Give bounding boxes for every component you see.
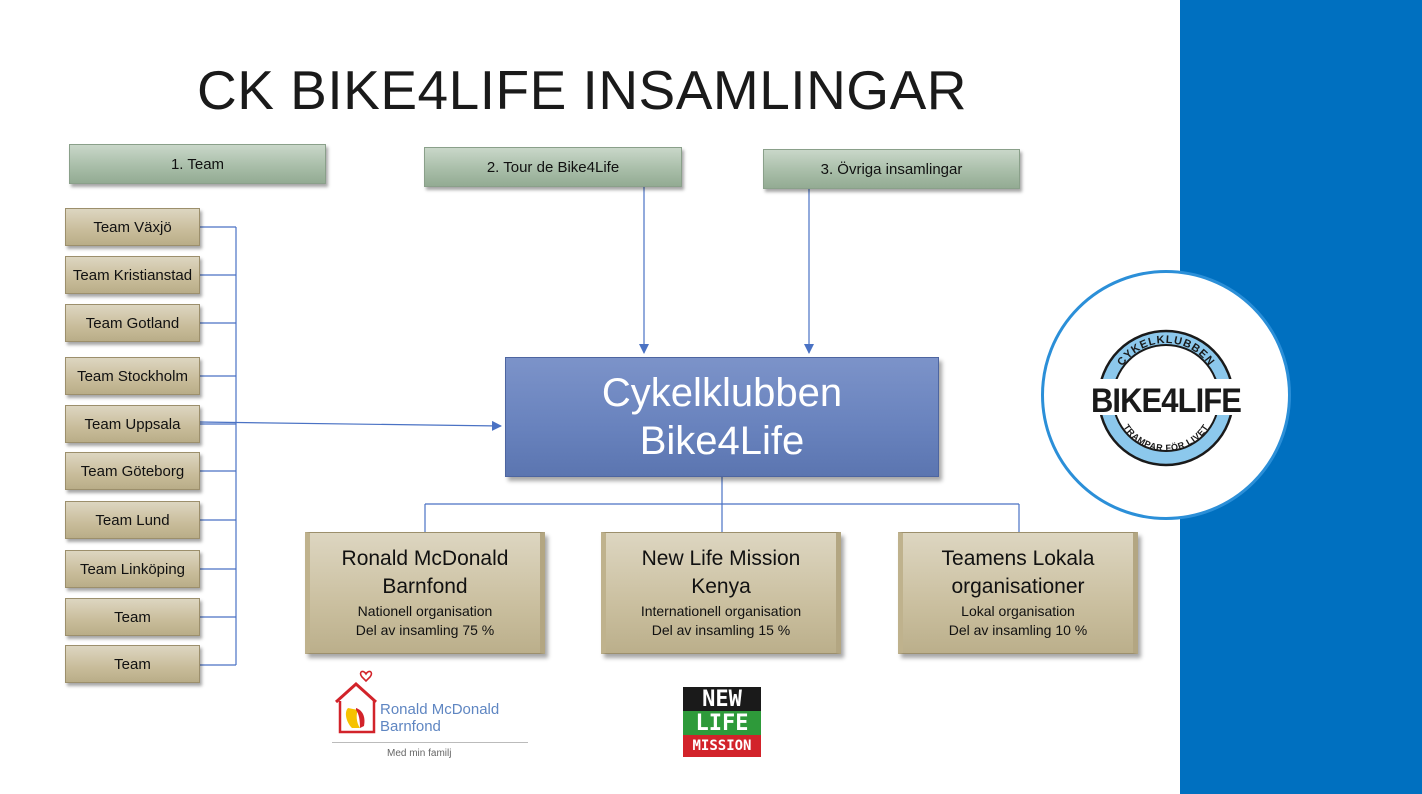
center-box-cykelklubben: Cykelklubben Bike4Life bbox=[505, 357, 939, 477]
org-name-line-1: New Life Mission bbox=[641, 547, 801, 571]
nlm-new: NEW bbox=[683, 687, 761, 712]
org-name-line-1: Teamens Lokala bbox=[941, 547, 1095, 571]
nlm-mission: MISSION bbox=[683, 735, 761, 757]
team-box-extra-1: Team bbox=[65, 598, 200, 636]
team-box-lund: Team Lund bbox=[65, 501, 200, 539]
team-box-extra-2: Team bbox=[65, 645, 200, 683]
org-name-line-2: Kenya bbox=[691, 575, 751, 599]
rmhc-tagline: Med min familj bbox=[387, 748, 452, 759]
org-share: Del av insamling 75 % bbox=[355, 622, 495, 639]
org-type: Internationell organisation bbox=[640, 602, 802, 619]
new-life-mission-logo: NEW LIFE MISSION bbox=[683, 687, 761, 757]
team-box-gotland: Team Gotland bbox=[65, 304, 200, 342]
org-share: Del av insamling 15 % bbox=[651, 622, 791, 639]
header-team: 1. Team bbox=[69, 144, 326, 184]
team-box-uppsala: Team Uppsala bbox=[65, 405, 200, 443]
teams-to-center-arrow bbox=[199, 420, 502, 431]
rmhc-name: Ronald McDonald Barnfond bbox=[380, 701, 500, 735]
org-share: Del av insamling 10 % bbox=[948, 622, 1088, 639]
org-name-line-1: Ronald McDonald bbox=[341, 547, 509, 571]
org-type: Nationell organisation bbox=[357, 602, 493, 619]
team-box-linkoping: Team Linköping bbox=[65, 550, 200, 588]
rmhc-divider bbox=[332, 742, 528, 743]
bike4life-logo-icon: CYKELKLUBBEN BIKE4LIFE TRAMPAR FÖR LIVET bbox=[1090, 329, 1242, 467]
page-title: CK BIKE4LIFE INSAMLINGAR bbox=[197, 59, 967, 121]
team-box-goteborg: Team Göteborg bbox=[65, 452, 200, 490]
org-name-line-2: Barnfond bbox=[382, 575, 468, 599]
org-box-ronald-mcdonald: Ronald McDonald Barnfond Nationell organ… bbox=[305, 532, 545, 654]
header-tour-de-bike4life: 2. Tour de Bike4Life bbox=[424, 147, 682, 187]
bike4life-logo: CYKELKLUBBEN BIKE4LIFE TRAMPAR FÖR LIVET bbox=[1041, 270, 1291, 520]
org-name-line-2: organisationer bbox=[951, 575, 1085, 599]
center-line-2: Bike4Life bbox=[639, 419, 805, 463]
center-line-1: Cykelklubben bbox=[601, 371, 843, 415]
nlm-life: LIFE bbox=[683, 711, 761, 736]
svg-text:BIKE4LIFE: BIKE4LIFE bbox=[1091, 382, 1241, 420]
ronald-mcdonald-barnfond-logo: Ronald McDonald Barnfond Med min familj bbox=[332, 668, 532, 764]
rmhc-house-icon bbox=[334, 670, 378, 734]
org-type: Lokal organisation bbox=[961, 602, 1075, 619]
org-box-new-life-mission: New Life Mission Kenya Internationell or… bbox=[601, 532, 841, 654]
team-box-kristianstad: Team Kristianstad bbox=[65, 256, 200, 294]
team-box-vaxjo: Team Växjö bbox=[65, 208, 200, 246]
team-box-stockholm: Team Stockholm bbox=[65, 357, 200, 395]
org-box-teamens-lokala: Teamens Lokala organisationer Lokal orga… bbox=[898, 532, 1138, 654]
header-ovriga-insamlingar: 3. Övriga insamlingar bbox=[763, 149, 1020, 189]
